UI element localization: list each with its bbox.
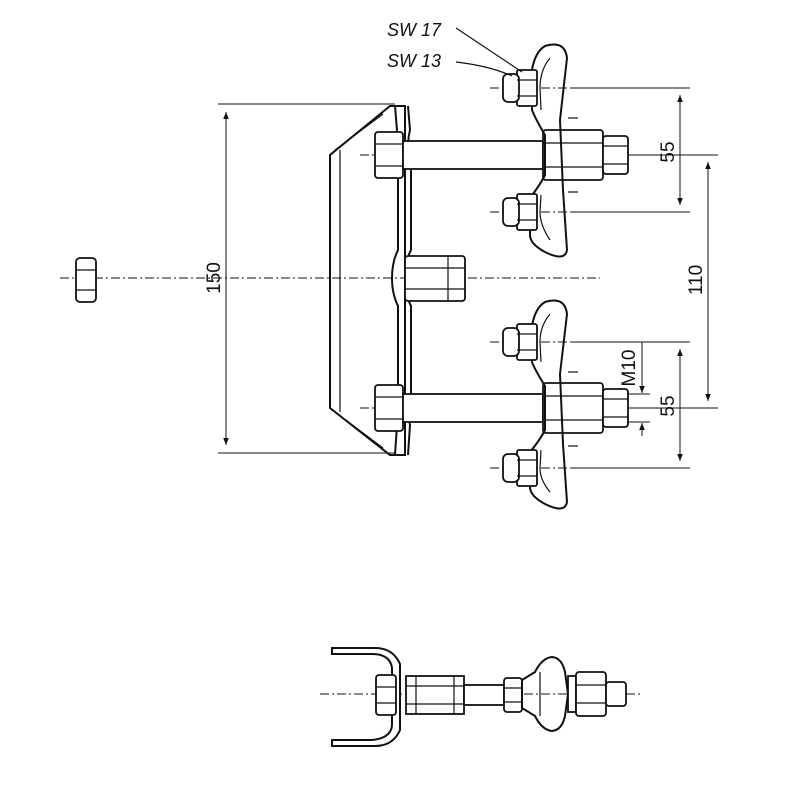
front-view: SW 17 SW 13 150 55 110 55 M10 <box>60 20 718 510</box>
side-sleeve <box>405 675 465 715</box>
dimension-150 <box>218 103 395 454</box>
label-leaders <box>455 27 523 77</box>
label-dim-55-top: 55 <box>658 141 679 162</box>
clamp-plate <box>329 105 406 456</box>
label-sw13: SW 13 <box>387 51 441 71</box>
label-thread-m10: M10 <box>619 350 640 387</box>
center-nut <box>404 255 466 302</box>
lower-bolt <box>374 382 629 434</box>
upper-rail-clip <box>529 43 578 258</box>
upper-bolt <box>374 129 629 181</box>
clip-bolt-4 <box>502 449 538 487</box>
label-sw17: SW 17 <box>387 20 442 40</box>
lower-rail-clip <box>529 299 578 510</box>
clip-bolt-3 <box>502 323 538 361</box>
side-rod <box>463 684 505 706</box>
clip-bolt-2 <box>502 193 538 231</box>
extension-lines <box>570 87 718 469</box>
side-view <box>320 647 640 747</box>
label-dim-55-bottom: 55 <box>658 395 679 416</box>
u-bracket <box>331 647 401 747</box>
dimension-m10 <box>628 342 650 436</box>
side-nut-1 <box>503 677 523 713</box>
side-nut-2 <box>567 671 627 717</box>
label-dim-110: 110 <box>686 265 707 295</box>
side-clip <box>521 655 570 733</box>
side-bolt-head <box>375 674 397 716</box>
clip-bolt-1 <box>502 69 538 107</box>
label-dim-150: 150 <box>204 262 225 294</box>
loose-nut <box>75 257 97 303</box>
